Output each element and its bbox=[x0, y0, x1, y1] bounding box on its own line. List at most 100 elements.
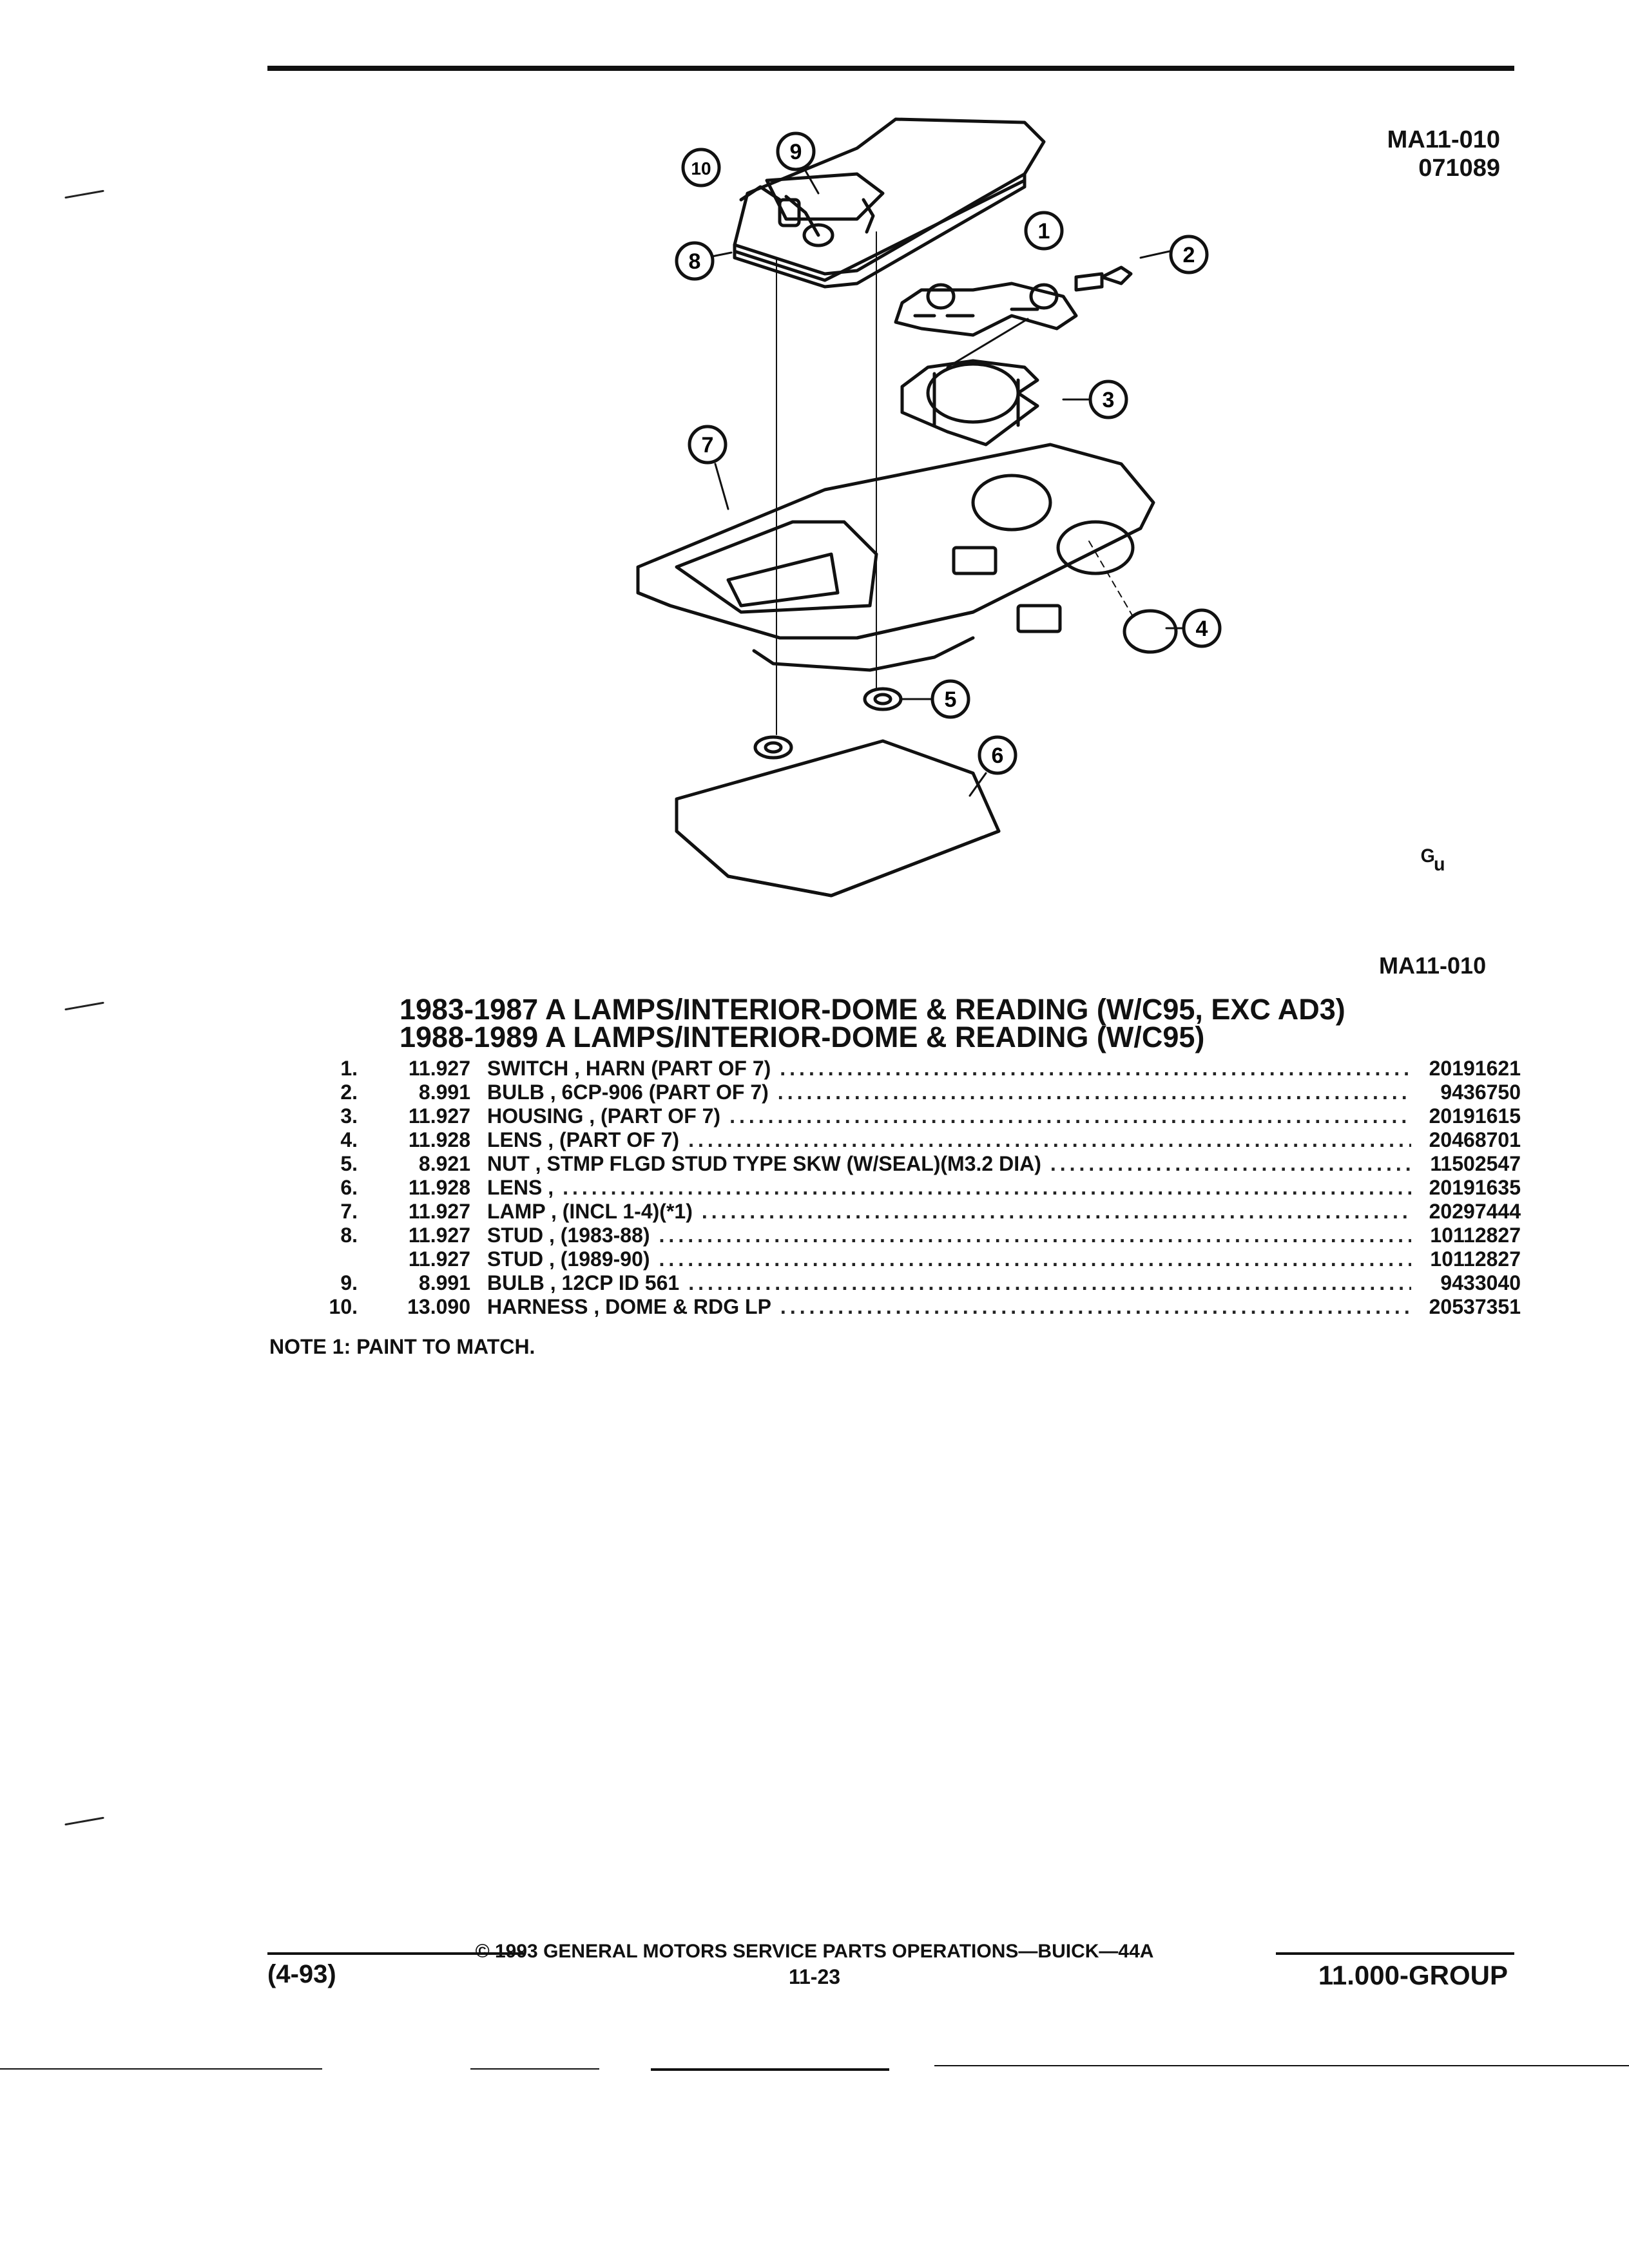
callout-3: 3 bbox=[1088, 380, 1128, 419]
bulb-housing bbox=[900, 359, 1039, 447]
copyright-line: © 1993 GENERAL MOTORS SERVICE PARTS OPER… bbox=[475, 1941, 1154, 1962]
part-description: SWITCH , HARN (PART OF 7) bbox=[487, 1057, 771, 1080]
group-number: 11.927 bbox=[408, 1224, 470, 1247]
dot-leader: ........................................… bbox=[780, 1057, 1411, 1080]
dot-leader: ........................................… bbox=[688, 1128, 1411, 1151]
part-number: 9433040 bbox=[1440, 1271, 1521, 1294]
item-number: 8. bbox=[340, 1224, 358, 1247]
part-description-cell: STUD , (1989-90)........................… bbox=[470, 1247, 1411, 1271]
part-number: 20468701 bbox=[1429, 1128, 1521, 1151]
illustration-code: MA11-010 071089 bbox=[1387, 126, 1500, 182]
lamp-body bbox=[636, 443, 1155, 672]
item-number: 1. bbox=[340, 1057, 358, 1080]
part-description-cell: STUD , (1983-88)........................… bbox=[470, 1224, 1411, 1247]
callout-7-label: 7 bbox=[702, 433, 714, 457]
part-description-cell: BULB , 12CP ID 561......................… bbox=[470, 1271, 1411, 1295]
part-description-cell: HARNESS , DOME & RDG LP.................… bbox=[470, 1295, 1411, 1319]
dot-leader: ........................................… bbox=[777, 1081, 1411, 1104]
callout-8: 8 bbox=[675, 241, 715, 281]
dot-leader: ........................................… bbox=[659, 1247, 1411, 1271]
callout-4: 4 bbox=[1182, 608, 1222, 648]
part-number: 20297444 bbox=[1429, 1200, 1521, 1223]
exploded-parts-diagram: 1 2 3 4 5 6 7 8 bbox=[636, 117, 1222, 898]
switch-harness bbox=[894, 265, 1133, 337]
group-number: 11.927 bbox=[408, 1104, 470, 1128]
part-description: NUT , STMP FLGD STUD TYPE SKW (W/SEAL)(M… bbox=[487, 1152, 1041, 1175]
callout-10-label: 10 bbox=[691, 159, 711, 178]
callout-1-label: 1 bbox=[1038, 219, 1050, 244]
part-number: 20191635 bbox=[1429, 1176, 1521, 1199]
date-code: (4-93) bbox=[267, 1960, 336, 1988]
callout-9: 9 bbox=[776, 131, 816, 171]
paint-note: NOTE 1: PAINT TO MATCH. bbox=[269, 1335, 535, 1358]
flat-lens-part bbox=[675, 739, 1001, 898]
part-description: HARNESS , DOME & RDG LP bbox=[487, 1295, 771, 1318]
group-number: 8.991 bbox=[418, 1081, 470, 1104]
group-number: 11.928 bbox=[408, 1176, 470, 1199]
part-number: 10112827 bbox=[1430, 1247, 1521, 1271]
callout-5: 5 bbox=[930, 679, 970, 719]
part-description-cell: HOUSING , (PART OF 7)...................… bbox=[470, 1104, 1411, 1128]
group-number: 13.090 bbox=[407, 1295, 470, 1318]
part-description-cell: LENS ,..................................… bbox=[470, 1176, 1411, 1200]
dot-leader: ........................................… bbox=[1050, 1152, 1411, 1175]
group-number: 8.991 bbox=[418, 1271, 470, 1294]
nut-part bbox=[863, 687, 903, 711]
part-number: 20537351 bbox=[1429, 1295, 1521, 1318]
part-description: STUD , (1989-90) bbox=[487, 1247, 650, 1271]
scan-line bbox=[934, 2065, 1629, 2066]
callout-8-label: 8 bbox=[689, 249, 701, 274]
item-number: 3. bbox=[340, 1104, 358, 1128]
dot-leader: ........................................… bbox=[688, 1271, 1411, 1294]
part-number: 20191621 bbox=[1429, 1057, 1521, 1080]
part-description: STUD , (1983-88) bbox=[487, 1224, 650, 1247]
dot-leader: ........................................… bbox=[729, 1104, 1411, 1128]
callout-1: 1 bbox=[1024, 211, 1064, 251]
part-description-cell: SWITCH , HARN (PART OF 7)...............… bbox=[470, 1057, 1411, 1081]
round-lens-part bbox=[1123, 609, 1178, 654]
scan-line bbox=[651, 2068, 889, 2071]
item-number: 7. bbox=[340, 1200, 358, 1223]
dot-leader: ........................................… bbox=[563, 1176, 1411, 1199]
footer-rule-right bbox=[1276, 1952, 1514, 1955]
part-number: 10112827 bbox=[1430, 1224, 1521, 1247]
callout-7: 7 bbox=[688, 425, 728, 465]
nut-part bbox=[753, 735, 793, 760]
dot-leader: ........................................… bbox=[701, 1200, 1411, 1223]
part-description-cell: LENS , (PART OF 7)......................… bbox=[470, 1128, 1411, 1152]
callout-6-label: 6 bbox=[992, 744, 1004, 768]
callout-4-label: 4 bbox=[1196, 617, 1208, 641]
group-number: 11.928 bbox=[408, 1128, 470, 1151]
callout-10: 10 bbox=[681, 148, 721, 187]
callout-3-label: 3 bbox=[1103, 388, 1115, 412]
scan-mark bbox=[64, 1816, 104, 1826]
part-description: HOUSING , (PART OF 7) bbox=[487, 1104, 721, 1128]
part-description: BULB , 12CP ID 561 bbox=[487, 1271, 680, 1294]
item-number: 2. bbox=[340, 1081, 358, 1104]
callout-5-label: 5 bbox=[945, 687, 957, 712]
item-number: 6. bbox=[340, 1176, 358, 1199]
part-description: LENS , bbox=[487, 1176, 554, 1199]
group-label: 11.000-GROUP bbox=[1318, 1960, 1508, 1990]
top-rule bbox=[267, 66, 1514, 71]
section-title-1: 1983-1987 A LAMPS/INTERIOR-DOME & READIN… bbox=[400, 993, 1345, 1026]
group-number: 8.921 bbox=[418, 1152, 470, 1175]
harness-board bbox=[733, 117, 1046, 289]
illustration-code-id: MA11-010 bbox=[1387, 126, 1500, 153]
item-number: 9. bbox=[340, 1271, 358, 1294]
section-titles: 1983-1987 A LAMPS/INTERIOR-DOME & READIN… bbox=[400, 993, 1345, 1052]
part-number: 20191615 bbox=[1429, 1104, 1521, 1128]
scan-line bbox=[470, 2068, 599, 2070]
part-description-cell: NUT , STMP FLGD STUD TYPE SKW (W/SEAL)(M… bbox=[470, 1152, 1411, 1176]
